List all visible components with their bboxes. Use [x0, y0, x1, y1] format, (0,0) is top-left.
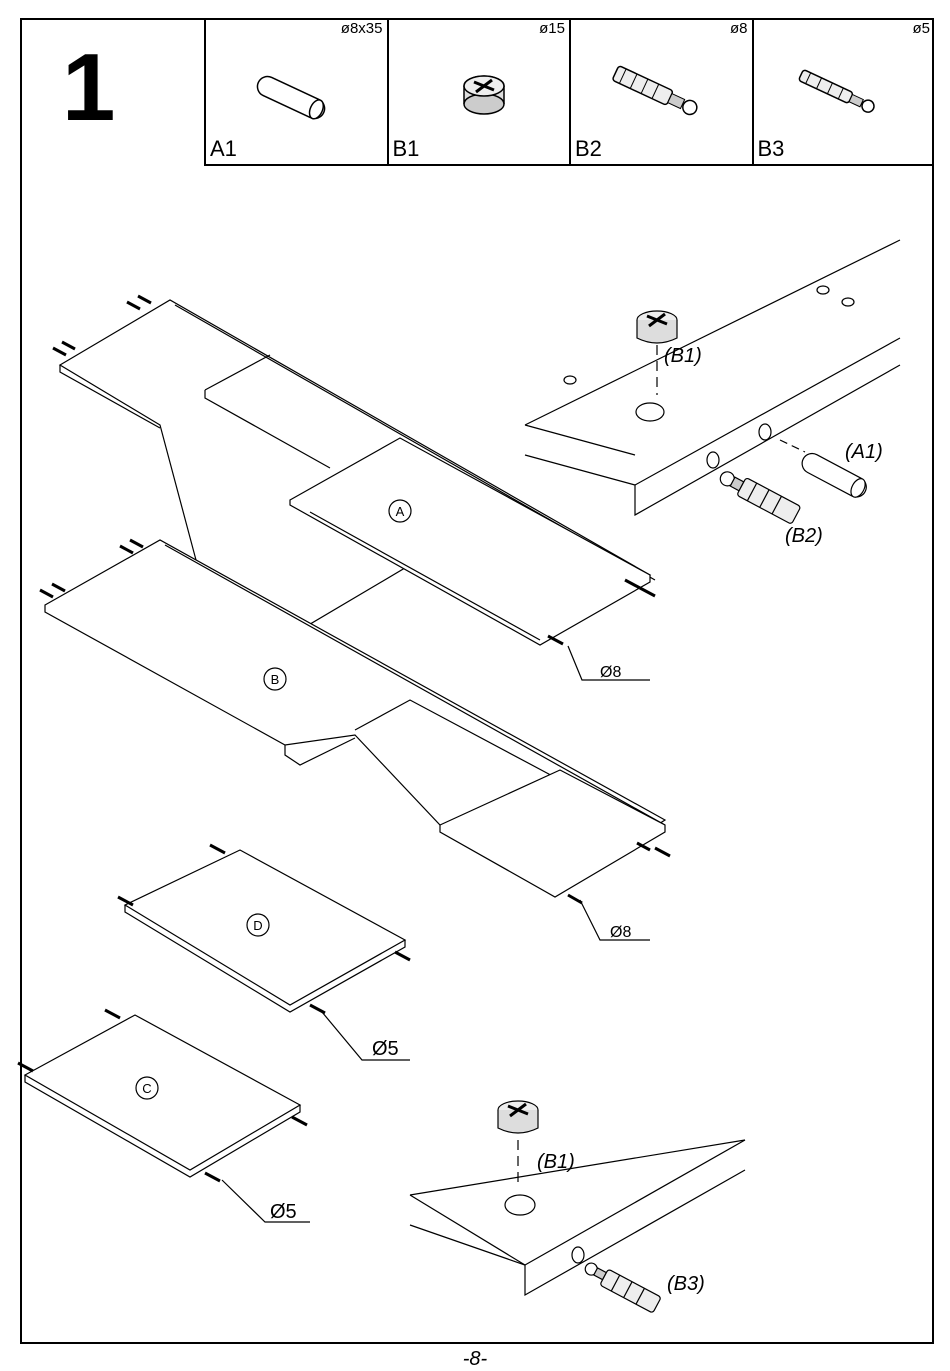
detail-board-bottom [409, 1139, 746, 1297]
panel-label-b: B [271, 672, 280, 687]
panel-a [58, 299, 656, 646]
part-cell-b3: ø5 B3 [754, 18, 935, 164]
part-code: B2 [575, 136, 602, 161]
cam-lock-icon [462, 75, 505, 115]
panel-d [123, 849, 407, 1013]
part-size: ø8 [729, 20, 748, 37]
panel-bolts [17, 294, 671, 1183]
callout-b1-top: (B1) [664, 345, 702, 367]
panel-label-a: A [396, 504, 405, 519]
part-size: ø5 [912, 20, 930, 37]
part-cell-b1: ø15 B1 [389, 18, 571, 164]
parts-table: ø8x35 A1 ø15 B1 ø8 [204, 18, 934, 166]
cam-lock-detail-top [636, 310, 678, 344]
panel-label-c: C [142, 1081, 151, 1096]
part-cell-a1: ø8x35 A1 [206, 18, 389, 164]
dimension-d8-upper: Ø8 [600, 664, 621, 681]
dimension-d5-lower: Ø5 [270, 1201, 297, 1223]
part-code: B3 [757, 136, 785, 161]
cam-lock-detail-bottom [497, 1100, 539, 1134]
part-size: ø8x35 [340, 20, 383, 37]
step-number: 1 [62, 34, 116, 141]
cam-bolt-large-icon [612, 65, 698, 116]
part-code: A1 [210, 136, 237, 161]
part-cell-b2: ø8 B2 [571, 18, 754, 164]
cam-bolt-detail-b2 [719, 471, 801, 524]
cam-bolt-detail-b3 [584, 1262, 661, 1313]
part-size: ø15 [539, 20, 565, 37]
dimension-d5-upper: Ø5 [372, 1038, 399, 1060]
page-frame [20, 18, 934, 1344]
part-code: B1 [392, 136, 420, 161]
panel-b [44, 539, 667, 898]
dowel-detail [801, 452, 867, 498]
dimension-d8-lower: Ø8 [610, 924, 631, 941]
panel-c [23, 1014, 302, 1178]
panel-label-d: D [253, 918, 262, 933]
page-number: -8- [462, 1348, 488, 1370]
callout-b1-bottom: (B1) [537, 1151, 575, 1173]
wooden-dowel-icon [256, 75, 326, 120]
detail-board-top [524, 239, 901, 517]
callout-a1: (A1) [845, 441, 883, 463]
callout-b3: (B3) [667, 1273, 705, 1295]
cam-bolt-small-icon [798, 69, 875, 113]
callout-b2: (B2) [785, 525, 823, 547]
